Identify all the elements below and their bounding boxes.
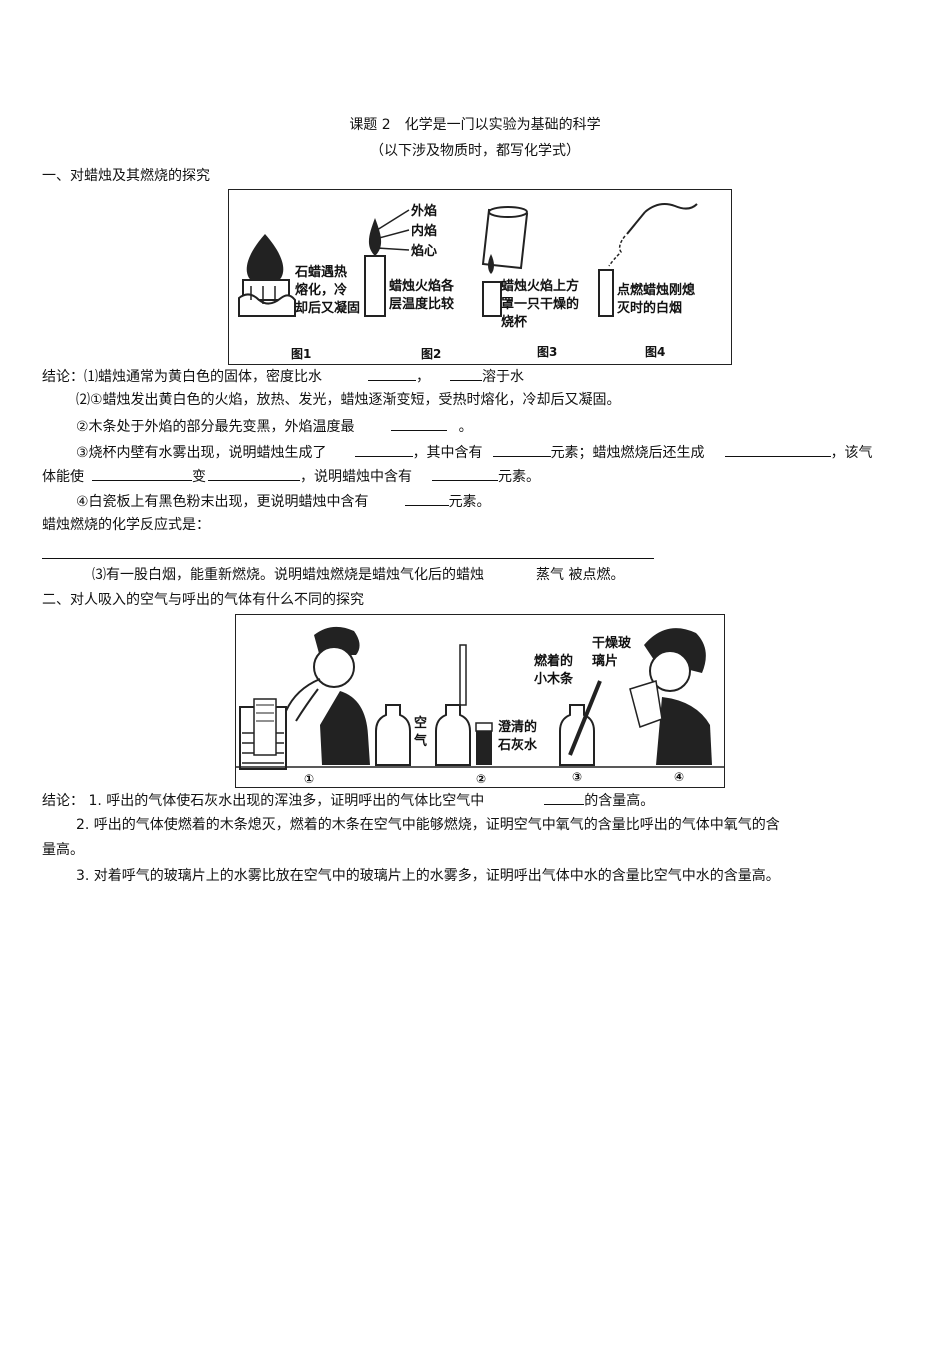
conclusion-5-text-b: 变 xyxy=(192,469,206,485)
fig4-text-1: 点燃蜡烛刚熄 xyxy=(617,282,695,298)
fig3-text-3: 烧杯 xyxy=(501,314,528,330)
answer-blank[interactable] xyxy=(92,466,192,481)
fig1-text-3: 却后又凝固 xyxy=(295,300,360,316)
inner-flame-label: 内焰 xyxy=(411,223,437,239)
section2-heading: 二、对人吸入的空气与呼出的气体有什么不同的探究 xyxy=(42,592,364,608)
conclusion-5-text-c: ，说明蜡烛中含有 xyxy=(300,469,412,485)
breath-conclusion-3: 3. 对着呼气的玻璃片上的水雾比放在空气中的玻璃片上的水雾多，证明呼出气体中水的… xyxy=(76,868,780,884)
conclusion-7: ⑶有一股白烟，能重新燃烧。说明蜡烛燃烧是蜡烛气化后的蜡烛 蒸气 被点燃。 xyxy=(92,566,624,584)
conclusion-5-text-d: 元素。 xyxy=(498,469,540,485)
conclusion-7-text-a: ⑶有一股白烟，能重新燃烧。说明蜡烛燃烧是蜡烛气化后的蜡烛 xyxy=(92,567,484,583)
answer-blank[interactable] xyxy=(544,790,585,805)
air-label-1: 空 xyxy=(414,715,427,731)
fig2-text-1: 蜡烛火焰各 xyxy=(389,278,455,294)
flame-layers-illustration xyxy=(364,209,410,317)
conclusion-5: 体能使 变 ，说明蜡烛中含有 元素。 xyxy=(42,466,540,486)
stick-bottle-illustration xyxy=(559,680,602,766)
fig2-caption: 图2 xyxy=(421,347,441,361)
conclusion-1-text-c: 溶于水 xyxy=(482,369,524,385)
glass-label-1: 干燥玻 xyxy=(592,635,632,651)
fig1-text-1: 石蜡遇热 xyxy=(294,264,347,280)
breath-conclusion-1: 结论： 1. 呼出的气体使石灰水出现的浑浊多，证明呼出的气体比空气中 的含量高。 xyxy=(42,790,654,810)
person-blowing-illustration xyxy=(239,626,370,770)
answer-blank[interactable] xyxy=(432,466,498,481)
breath-figure: 空 气 澄清的 石灰水 燃着的 小木条 干燥玻 璃片 ① xyxy=(235,614,725,788)
glass-label-2: 璃片 xyxy=(592,653,618,669)
answer-blank[interactable] xyxy=(724,442,831,457)
conclusion-6-text-b: 元素。 xyxy=(448,494,491,510)
fig3-text-2: 罩一只干燥的 xyxy=(501,296,579,312)
answer-blank[interactable] xyxy=(208,466,300,481)
flame-core-label: 焰心 xyxy=(411,243,437,259)
page-title: 课题 2 化学是一门以实验为基础的科学 xyxy=(349,117,601,133)
step-2-number: ② xyxy=(476,772,486,786)
air-label-2: 气 xyxy=(414,733,427,749)
equation-answer-line[interactable] xyxy=(42,558,654,559)
outer-flame-label: 外焰 xyxy=(410,203,437,219)
limewater-bottle-illustration xyxy=(475,722,493,765)
fig4-caption: 图4 xyxy=(645,345,665,359)
fig2-text-2: 层温度比较 xyxy=(389,296,454,312)
answer-blank[interactable] xyxy=(492,442,551,457)
answer-blank[interactable] xyxy=(390,416,447,431)
conclusion-7-text-b: 蒸气 被点燃。 xyxy=(536,567,625,583)
white-smoke-illustration xyxy=(598,203,698,317)
limewater-label-2: 石灰水 xyxy=(497,737,538,753)
conclusion-1-text-a: 结论：⑴蜡烛通常为黄白色的固体，密度比水 xyxy=(42,369,322,385)
melting-candle-illustration xyxy=(238,234,296,317)
breath-conclusion-1-text-a: 结论： 1. 呼出的气体使石灰水出现的浑浊多，证明呼出的气体比空气中 xyxy=(42,793,485,809)
conclusion-4-text-a: ③烧杯内壁有水雾出现，说明蜡烛生成了 xyxy=(76,445,327,461)
candle-figure-drawing: 石蜡遇热 熔化，冷 却后又凝固 外焰 内焰 焰心 蜡烛火焰各 层温度比较 蜡烛火… xyxy=(238,203,698,361)
conclusion-6: ④白瓷板上有黑色粉末出现，更说明蜡烛中含有 元素。 xyxy=(76,491,491,511)
breath-conclusion-2: 2. 呼出的气体使燃着的木条熄灭，燃着的木条在空气中能够燃烧，证明空气中氧气的含… xyxy=(76,817,780,833)
section1-heading: 一、对蜡烛及其燃烧的探究 xyxy=(42,168,210,184)
conclusion-3: ②木条处于外焰的部分最先变黑，外焰温度最 。 xyxy=(76,416,473,436)
air-bottle-illustration xyxy=(375,704,411,766)
equation-label: 蜡烛燃烧的化学反应式是： xyxy=(42,517,210,533)
step-3-number: ③ xyxy=(572,770,582,784)
answer-blank[interactable] xyxy=(450,366,482,381)
conclusion-1-text-b: ， xyxy=(416,369,430,385)
breath-conclusion-1-text-b: 的含量高。 xyxy=(584,793,655,809)
conclusion-4-text-c: 元素；蜡烛燃烧后还生成 xyxy=(550,445,705,461)
conclusion-3-text-b: 。 xyxy=(458,419,473,435)
page-subtitle: （以下涉及物质时，都写化学式） xyxy=(370,143,580,159)
conclusion-4-text-b: ，其中含有 xyxy=(412,445,483,461)
fig4-text-2: 灭时的白烟 xyxy=(616,300,682,316)
conclusion-4: ③烧杯内壁有水雾出现，说明蜡烛生成了 ，其中含有 元素；蜡烛燃烧后还生成 ，该气 xyxy=(76,442,873,462)
conclusion-6-text-a: ④白瓷板上有黑色粉末出现，更说明蜡烛中含有 xyxy=(76,494,369,510)
answer-blank[interactable] xyxy=(404,491,449,506)
breath-conclusion-2-cont: 量高。 xyxy=(42,842,84,858)
fig1-text-2: 熔化，冷 xyxy=(295,282,347,298)
beaker-candle-illustration xyxy=(481,206,529,317)
conclusion-2: ⑵①蜡烛发出黄白色的火焰，放热、发光，蜡烛逐渐变短，受热时熔化，冷却后又凝固。 xyxy=(76,392,621,408)
person-glass-illustration xyxy=(629,628,712,765)
step-1-number: ① xyxy=(304,772,314,786)
dropper-bottle-illustration xyxy=(435,644,471,766)
answer-blank[interactable] xyxy=(368,366,416,381)
limewater-label-1: 澄清的 xyxy=(498,719,537,735)
stick-label-1: 燃着的 xyxy=(534,653,573,669)
fig3-text-1: 蜡烛火焰上方 xyxy=(501,278,579,294)
conclusion-5-text-a: 体能使 xyxy=(42,469,84,485)
breath-figure-drawing: 空 气 澄清的 石灰水 燃着的 小木条 干燥玻 璃片 ① xyxy=(236,626,724,786)
conclusion-3-text-a: ②木条处于外焰的部分最先变黑，外焰温度最 xyxy=(76,419,355,435)
fig1-caption: 图1 xyxy=(291,347,311,361)
candle-figure: 石蜡遇热 熔化，冷 却后又凝固 外焰 内焰 焰心 蜡烛火焰各 层温度比较 蜡烛火… xyxy=(228,189,732,365)
fig3-caption: 图3 xyxy=(537,345,557,359)
conclusion-4-text-d: ，该气 xyxy=(830,445,873,461)
step-4-number: ④ xyxy=(674,770,684,784)
stick-label-2: 小木条 xyxy=(534,671,574,687)
answer-blank[interactable] xyxy=(354,442,413,457)
conclusion-1: 结论：⑴蜡烛通常为黄白色的固体，密度比水 ， 溶于水 xyxy=(42,366,524,386)
